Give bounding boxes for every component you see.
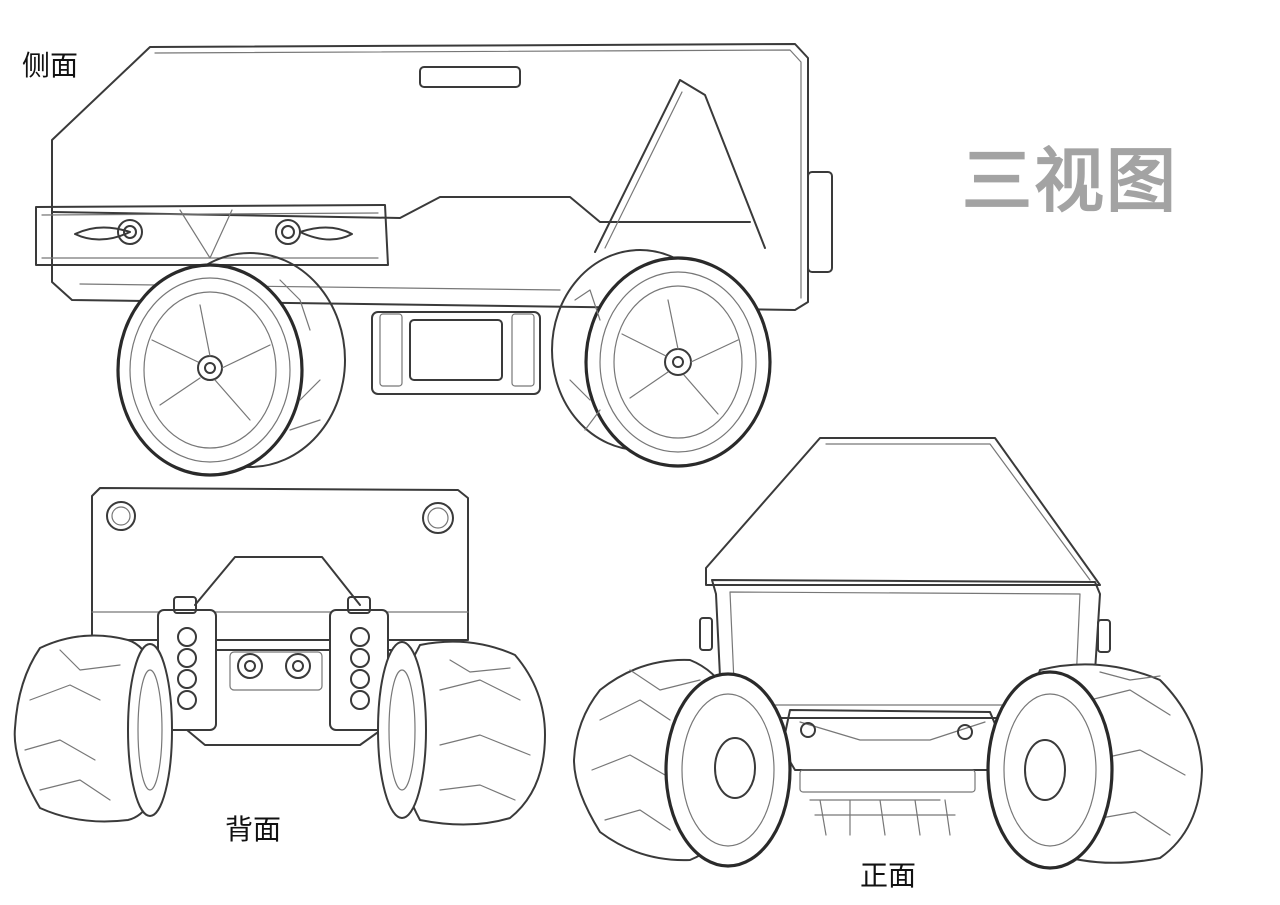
side-view-label: 侧面 xyxy=(22,49,79,82)
side-rear-bumper xyxy=(807,171,833,273)
side-waist-line xyxy=(51,196,751,223)
side-center-suspension xyxy=(371,311,541,395)
front-lower-guard xyxy=(809,799,956,836)
back-notch xyxy=(194,556,361,606)
back-bolt-right xyxy=(422,502,454,534)
sheet-title: 三视图 xyxy=(962,140,1178,222)
side-body-shell xyxy=(51,43,809,311)
front-mirror-right xyxy=(1097,619,1111,653)
back-wheel-right xyxy=(377,640,546,826)
side-fender-lights xyxy=(74,219,353,245)
back-wheel-left xyxy=(13,634,173,823)
back-plate xyxy=(91,487,469,641)
side-front-fender xyxy=(35,204,389,266)
back-view-label: 背面 xyxy=(225,813,282,846)
front-wheel-left xyxy=(573,658,792,868)
side-top-slot xyxy=(419,66,521,88)
front-mirror-left xyxy=(699,617,713,651)
front-wheel-right xyxy=(986,663,1203,870)
side-fin xyxy=(594,79,766,253)
side-front-wheel xyxy=(116,252,346,477)
back-bolt-left xyxy=(106,501,136,531)
front-view-label: 正面 xyxy=(860,859,917,892)
front-grille xyxy=(781,709,1006,793)
side-rear-wheel xyxy=(551,249,772,468)
front-roof xyxy=(705,437,1101,586)
